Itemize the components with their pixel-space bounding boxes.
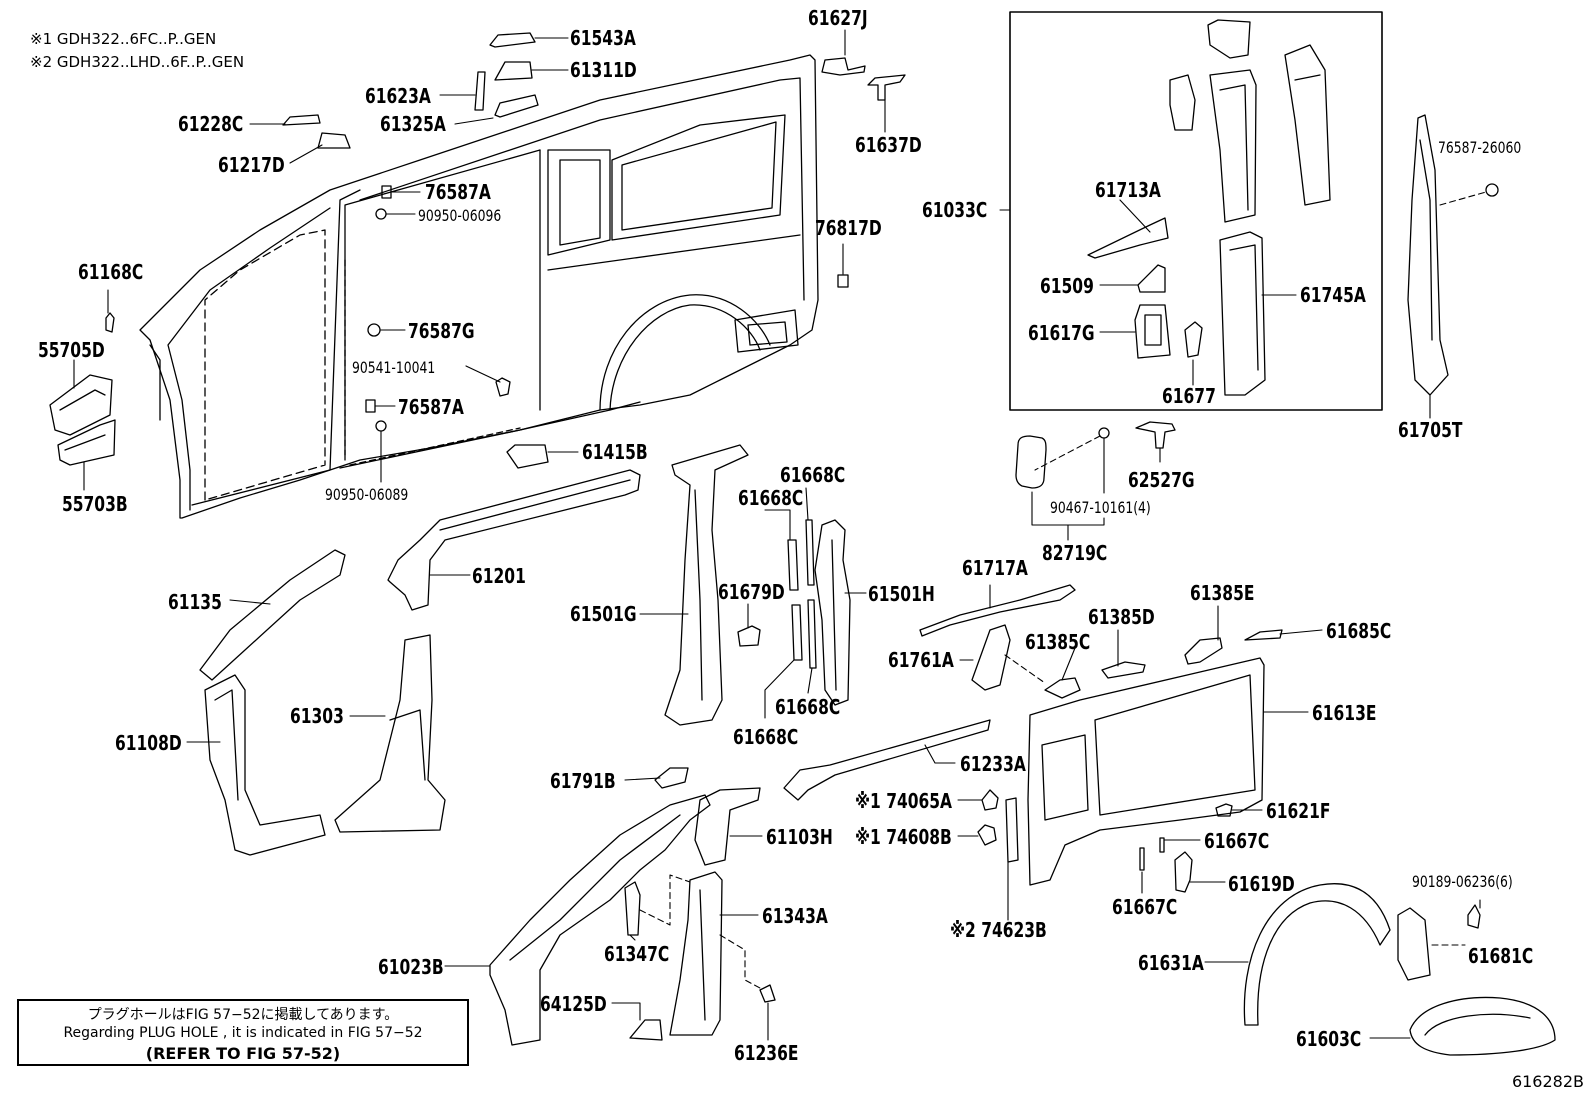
part-label-61135: 61135 <box>168 590 222 614</box>
part-label-76587A-upper: 76587A <box>425 180 491 204</box>
part-label-61668C-a: 61668C <box>780 463 846 487</box>
part-label-61667C-upper: 61667C <box>1204 829 1270 853</box>
part-label-76817D: 76817D <box>815 216 882 240</box>
part-label-61745A: 61745A <box>1300 283 1366 307</box>
part-label-61168C: 61168C <box>78 260 144 284</box>
middle-parts <box>200 445 1282 885</box>
part-label-55703B: 55703B <box>62 492 128 516</box>
note-line-jp: プラグホールはFIG 57−52に掲載してあります。 <box>87 1007 399 1023</box>
plug-hole-note-box: プラグホールはFIG 57−52に掲載してあります。 Regarding PLU… <box>17 999 469 1066</box>
part-label-61385C: 61385C <box>1025 630 1091 654</box>
part-label-61236E: 61236E <box>734 1041 799 1065</box>
part-label-61623A: 61623A <box>365 84 431 108</box>
part-label-61385E: 61385E <box>1190 581 1255 605</box>
side-panel-outer <box>140 55 818 518</box>
note-line-ref: (REFER TO FIG 57-52) <box>145 1044 341 1063</box>
part-label-90189-06236: 90189-06236(6) <box>1412 872 1513 891</box>
part-label-61685C: 61685C <box>1326 619 1392 643</box>
part-label-61325A: 61325A <box>380 112 446 136</box>
part-label-61343A: 61343A <box>762 904 828 928</box>
part-label-61631A: 61631A <box>1138 951 1204 975</box>
part-label-61023B: 61023B <box>378 955 444 979</box>
figure-code: 616282B <box>1511 1072 1584 1091</box>
part-label-55705D: 55705D <box>38 338 105 362</box>
part-label-61603C: 61603C <box>1296 1027 1362 1051</box>
part-label-74065A: ※1 74065A <box>855 789 953 813</box>
part-label-61217D: 61217D <box>218 153 285 177</box>
note-1: ※1 GDH322..6FC..P..GEN <box>30 30 217 48</box>
part-label-76587-26060: 76587-26060 <box>1438 138 1522 157</box>
rear-pillar-61705T <box>1408 115 1498 395</box>
note-2: ※2 GDH322..LHD..6F..P..GEN <box>30 53 245 71</box>
part-label-61677: 61677 <box>1162 384 1216 408</box>
part-label-61108D: 61108D <box>115 731 182 755</box>
part-label-61613E: 61613E <box>1312 701 1377 725</box>
part-label-61303: 61303 <box>290 704 344 728</box>
part-label-61201: 61201 <box>472 564 526 588</box>
part-label-61621F: 61621F <box>1266 799 1331 823</box>
part-label-61713A: 61713A <box>1095 178 1161 202</box>
part-label-61627J: 61627J <box>808 6 868 30</box>
part-label-82719C: 82719C <box>1042 541 1108 565</box>
part-label-61233A: 61233A <box>960 752 1026 776</box>
part-label-61385D: 61385D <box>1088 605 1155 629</box>
part-label-64125D: 64125D <box>540 992 607 1016</box>
part-label-61033C: 61033C <box>922 198 988 222</box>
part-label-61501G: 61501G <box>570 602 637 626</box>
part-label-61679D: 61679D <box>718 580 785 604</box>
part-label-61103H: 61103H <box>766 825 833 849</box>
front-brackets <box>50 375 115 465</box>
part-label-61668C-c: 61668C <box>775 695 841 719</box>
part-label-61761A: 61761A <box>888 648 954 672</box>
part-label-61543A: 61543A <box>570 26 636 50</box>
part-label-76587A-lower: 76587A <box>398 395 464 419</box>
part-label-74608B: ※1 74608B <box>855 825 952 849</box>
part-label-61791B: 61791B <box>550 769 616 793</box>
group-61033C-parts <box>1088 20 1330 395</box>
part-label-61617G: 61617G <box>1028 321 1095 345</box>
part-label-90541-10041: 90541-10041 <box>352 358 436 377</box>
part-label-76587G: 76587G <box>408 319 475 343</box>
part-label-61668C-d: 61668C <box>733 725 799 749</box>
part-label-61681C: 61681C <box>1468 944 1534 968</box>
part-label-61501H: 61501H <box>868 582 935 606</box>
part-label-61228C: 61228C <box>178 112 244 136</box>
part-label-61311D: 61311D <box>570 58 637 82</box>
part-label-61415B: 61415B <box>582 440 648 464</box>
part-label-62527G: 62527G <box>1128 468 1195 492</box>
part-label-74623B: ※2 74623B <box>950 918 1047 942</box>
top-small-parts <box>106 33 905 332</box>
fuel-lid-parts <box>1016 422 1175 488</box>
part-label-61705T: 61705T <box>1398 418 1463 442</box>
lower-parts <box>490 788 1555 1055</box>
part-label-90950-06096: 90950-06096 <box>418 206 502 225</box>
part-label-61509: 61509 <box>1040 274 1094 298</box>
part-label-90950-06089: 90950-06089 <box>325 485 409 504</box>
part-label-61667C-lower: 61667C <box>1112 895 1178 919</box>
group-box-61033C <box>1010 12 1382 410</box>
part-label-61347C: 61347C <box>604 942 670 966</box>
part-label-61637D: 61637D <box>855 133 922 157</box>
note-line-en: Regarding PLUG HOLE , it is indicated in… <box>63 1025 423 1041</box>
leader-lines <box>74 30 1486 1040</box>
part-label-90467-10161: 90467-10161(4) <box>1050 498 1151 517</box>
part-label-61619D: 61619D <box>1228 872 1295 896</box>
part-label-61717A: 61717A <box>962 556 1028 580</box>
part-label-61668C-b: 61668C <box>738 486 804 510</box>
